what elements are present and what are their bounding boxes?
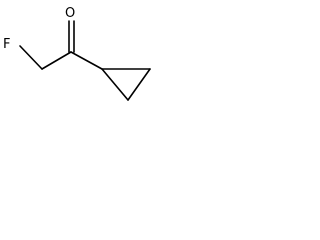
cyclopropyl-bond-1 — [101, 68, 129, 101]
cyclopropyl-bond-2 — [127, 68, 151, 101]
bond-carbonyl-cyclopropyl — [70, 51, 103, 70]
molecule-structure: O F — [3, 6, 151, 101]
bond-f-ch2 — [19, 45, 43, 70]
bond-ch2-carbonyl — [41, 51, 72, 70]
atom-label-fluorine: F — [3, 37, 10, 52]
atom-label-oxygen: O — [65, 6, 75, 21]
